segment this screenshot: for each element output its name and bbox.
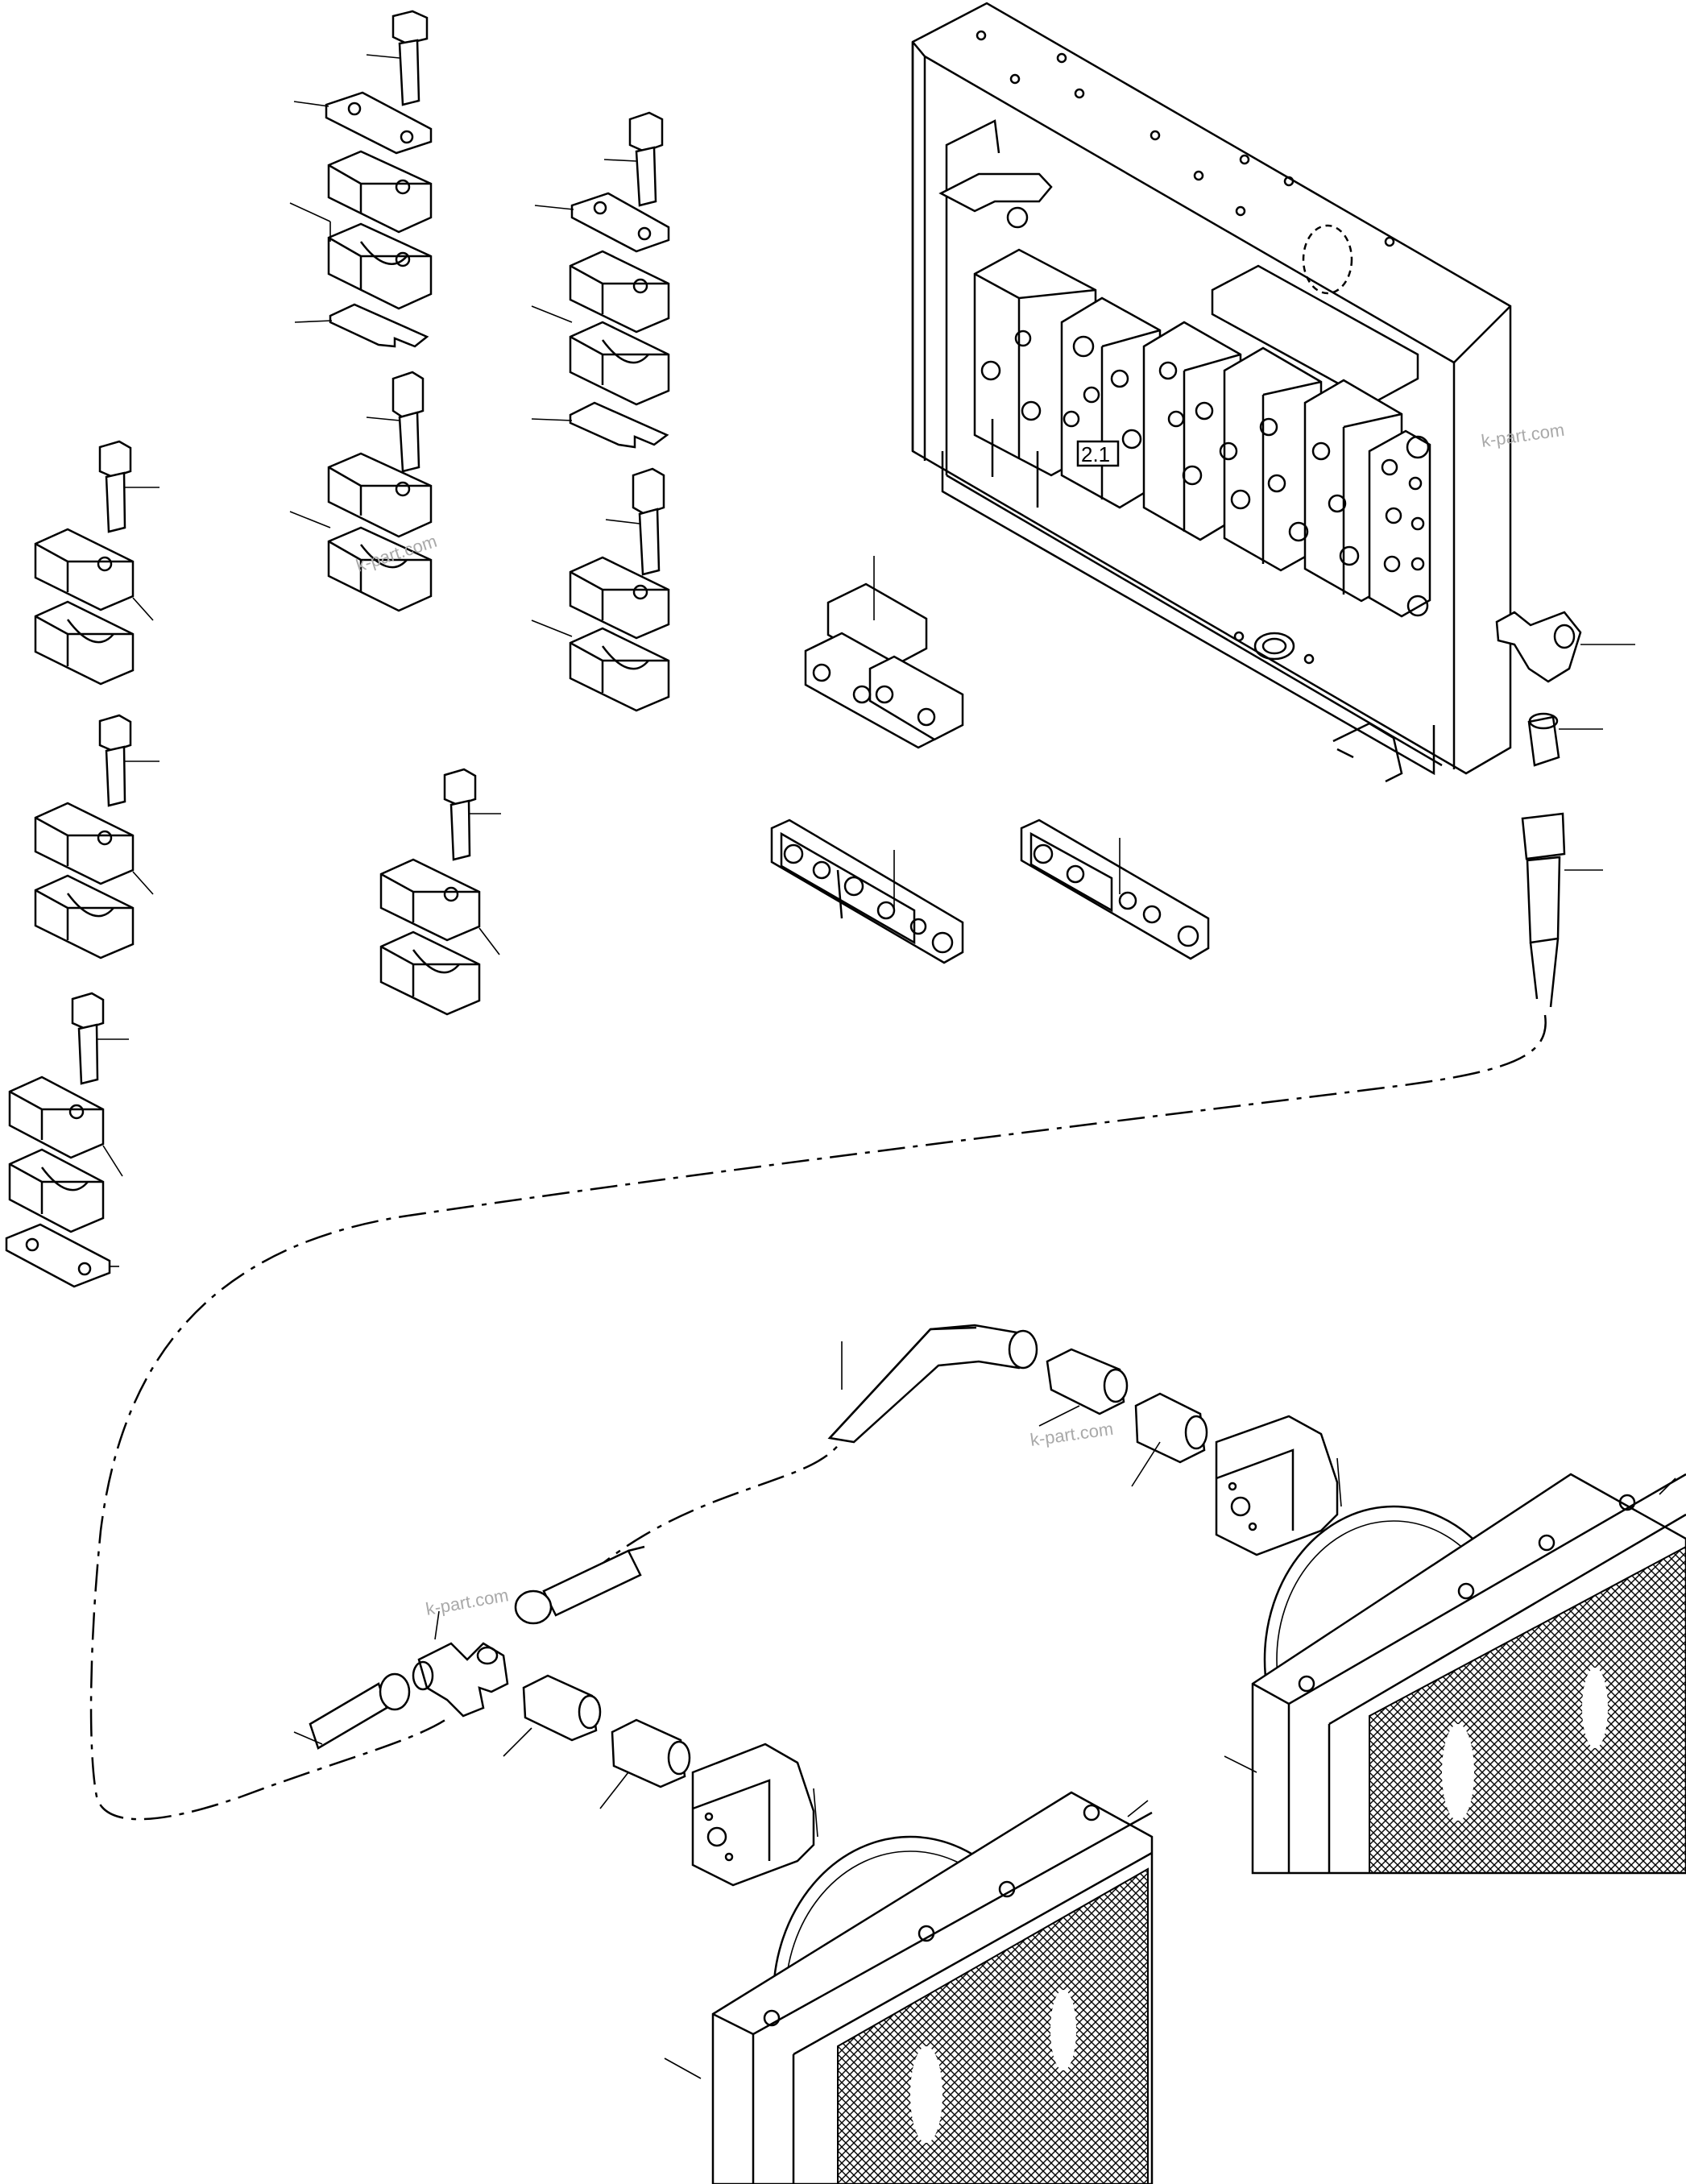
watermark: k-part.com: [425, 1585, 511, 1619]
straight-adapter: [1038, 1348, 1129, 1427]
hose-upper: [1521, 812, 1603, 1008]
hose-lower-right: [514, 1545, 645, 1625]
reference-label: 2.1: [1081, 442, 1110, 466]
clamp-assembly-b: [531, 111, 670, 712]
tee-fitting: [412, 1610, 509, 1718]
clamp-assembly-d: [379, 768, 501, 1016]
male-connector: [1131, 1392, 1208, 1487]
elbow-fitting: [1495, 611, 1635, 683]
bulkhead-plate-2: [1020, 818, 1210, 960]
clamp-assembly-c: [5, 440, 159, 1288]
reference-box: [1076, 440, 1120, 467]
bracket-plate: [804, 556, 964, 749]
cooler-right: [1224, 1473, 1686, 1875]
hydraulic-motor-2: [691, 1743, 818, 1887]
hose-route-line-2: [587, 1433, 847, 1576]
adapter-fitting: [1527, 712, 1603, 767]
hose-lower-left: [293, 1672, 411, 1750]
male-connector-2: [599, 1718, 691, 1809]
bulkhead-plate-1: [770, 818, 964, 964]
clamp-assembly-a: [289, 10, 433, 612]
cooler-left: [664, 1791, 1154, 2184]
valve-stack: [973, 206, 1431, 618]
hose-with-elbow: [827, 1324, 1038, 1444]
straight-adapter-2: [503, 1674, 602, 1757]
hydraulic-motor-1: [1215, 1415, 1342, 1556]
watermark: k-part.com: [1029, 1419, 1114, 1450]
valve-housing: 2.1: [911, 2, 1512, 783]
